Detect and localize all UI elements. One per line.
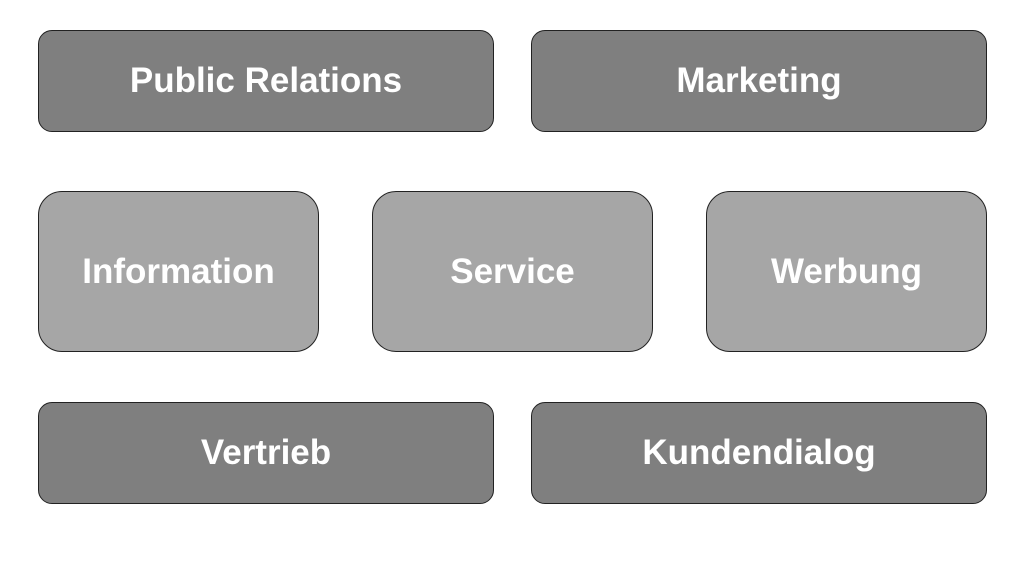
box-label: Public Relations <box>129 61 403 100</box>
box-marketing: Marketing <box>531 30 987 132</box>
box-label: Service <box>450 251 575 291</box>
box-service: Service <box>372 191 653 352</box>
box-information: Information <box>38 191 319 352</box>
box-vertrieb: Vertrieb <box>38 402 494 504</box>
box-kundendialog: Kundendialog <box>531 402 987 504</box>
box-label: Kundendialog <box>642 433 876 472</box>
box-label: Marketing <box>676 61 842 100</box>
box-werbung: Werbung <box>706 191 987 352</box>
box-public-relations: Public Relations <box>38 30 494 132</box>
box-label: Werbung <box>770 251 922 291</box>
box-label: Vertrieb <box>200 433 332 472</box>
box-label: Information <box>82 251 275 291</box>
